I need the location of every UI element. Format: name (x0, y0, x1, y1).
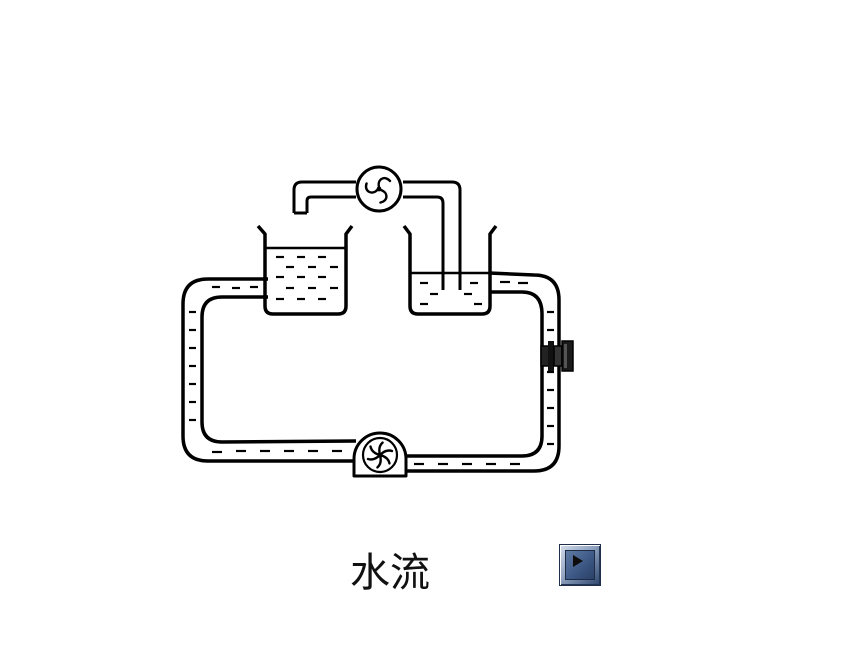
caption: 水流 (350, 550, 430, 596)
valve-icon (540, 340, 574, 372)
play-icon (573, 555, 583, 567)
left-beaker (256, 224, 354, 316)
fan-icon (355, 165, 403, 213)
pipe-water (189, 280, 554, 466)
circulation-pipe (181, 271, 561, 473)
play-button[interactable] (559, 544, 601, 586)
pump-icon (352, 431, 408, 478)
overhead-pipe (292, 180, 462, 290)
right-beaker (402, 224, 498, 316)
